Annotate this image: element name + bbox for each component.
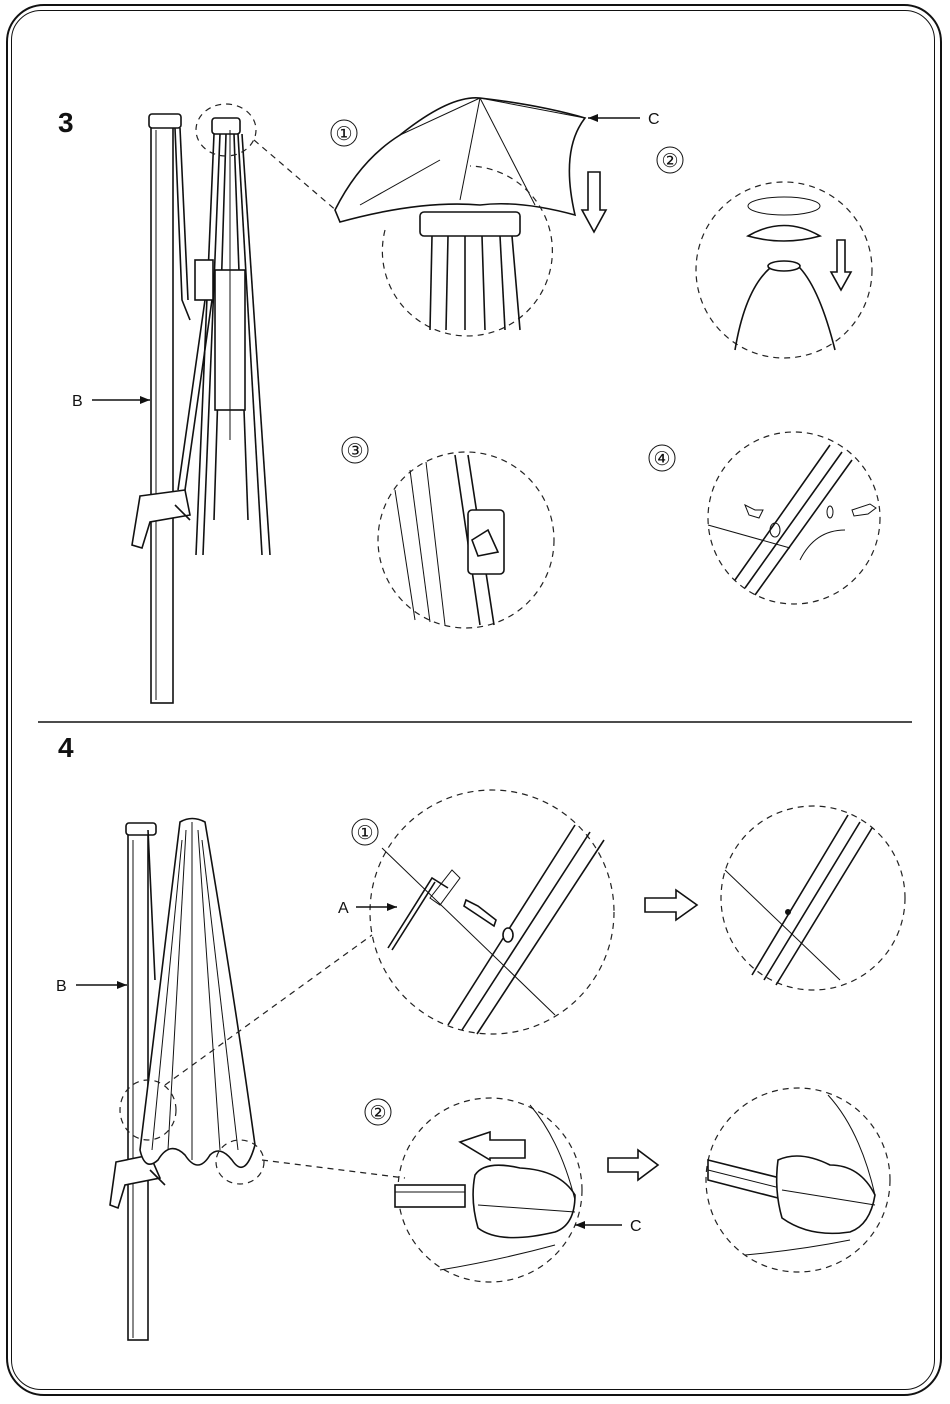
step-3-canopy-cap: [335, 98, 585, 222]
hand-icon-left: [745, 505, 763, 518]
step-3-substep-1-label: ①: [335, 124, 352, 145]
step-4-number: 4: [58, 732, 74, 763]
step-4-callout-b: B: [56, 978, 67, 995]
step-3-callout-c: C: [648, 111, 660, 128]
step-3-substep-2-label: ②: [661, 151, 678, 172]
hand-icon-right: [852, 504, 876, 516]
step-3-latch-detail: [378, 452, 554, 628]
step-4-substep-1-label: ①: [356, 823, 373, 844]
step-3-down-arrow-1: [582, 172, 606, 232]
step-4-cap-detail: [395, 1098, 582, 1282]
step-3-cap-rotate-detail: [696, 182, 872, 358]
step-4-closed-umbrella: [140, 819, 255, 1168]
step-4-next-arrow-1: [645, 890, 697, 920]
step-3-detail-leader: [254, 140, 345, 218]
step-3-pole: [132, 114, 212, 703]
step-4-next-arrow-2: [608, 1150, 658, 1180]
step-3-callout-b: B: [72, 393, 83, 410]
step-4-substep-2-label: ②: [369, 1103, 386, 1124]
step-4-cap-result: [706, 1088, 890, 1272]
step-4-callout-c: C: [630, 1218, 642, 1235]
step-4-callout-a: A: [338, 900, 349, 917]
step-4-screw-result: [721, 806, 905, 990]
step-3-number: 3: [58, 107, 74, 138]
step-4-slide-arrow: [460, 1132, 525, 1160]
step-3-substep-3-label: ③: [346, 441, 363, 462]
step-4-screw-detail: [370, 790, 614, 1034]
step-4-detail-leader-2: [262, 1160, 405, 1178]
step-3-down-arrow-2: [831, 240, 851, 290]
step-3-substep-4-label: ④: [653, 449, 670, 470]
step-3-pin-detail: [708, 432, 880, 604]
